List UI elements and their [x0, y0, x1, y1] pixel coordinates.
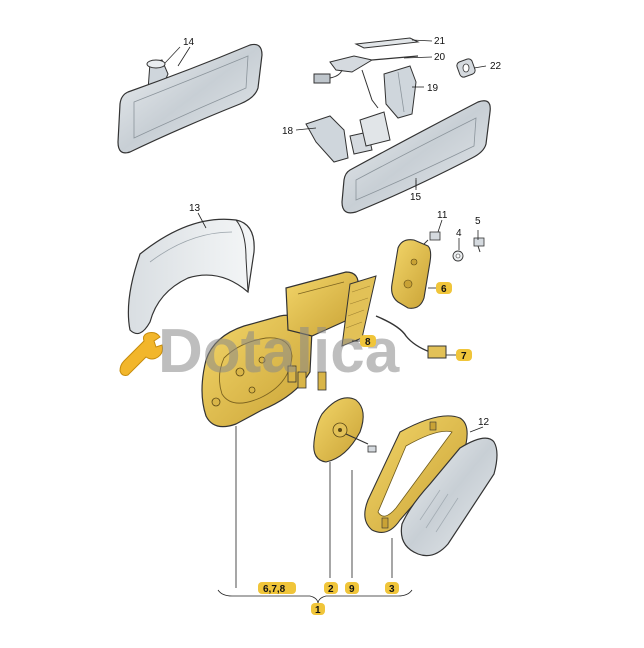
screws-11-4-5 [423, 231, 485, 262]
mirror-housing [201, 314, 327, 428]
callout-18: 18 [282, 126, 294, 137]
watermark-text: Dotalica [158, 317, 400, 386]
svg-text:8: 8 [365, 337, 371, 348]
svg-text:1: 1 [315, 605, 321, 616]
svg-text:3: 3 [389, 584, 395, 595]
badge-2: 2 [324, 582, 338, 595]
svg-text:6: 6 [441, 284, 447, 295]
heating-element-plate [391, 239, 432, 309]
callout-15: 15 [410, 192, 422, 203]
cable-connector-7 [375, 315, 447, 359]
callout-21: 21 [434, 36, 446, 47]
mirror-glass-12 [400, 437, 498, 557]
callout-11: 11 [437, 210, 448, 221]
callout-20: 20 [434, 52, 446, 63]
badge-callouts: 6 7 8 6,7,8 2 9 3 1 [258, 282, 472, 616]
badge-6-7-8: 6,7,8 [258, 582, 296, 595]
badge-3: 3 [385, 582, 399, 595]
mirror-mount-bracket-21 [354, 37, 420, 49]
cover-19 [383, 65, 417, 119]
watermark: Dotalica [119, 317, 400, 386]
rear-view-mirror-14 [117, 43, 263, 154]
badge-1: 1 [311, 603, 325, 616]
badge-6: 6 [436, 282, 452, 295]
clip-22 [456, 58, 476, 78]
adjuster-2 [313, 397, 377, 463]
svg-text:7: 7 [461, 351, 467, 362]
badge-7: 7 [456, 349, 472, 362]
mirror-cap-13 [127, 218, 255, 335]
cover-18 [305, 111, 391, 163]
rear-view-mirror-15 [341, 100, 491, 214]
wiring-harness-20 [313, 55, 419, 109]
wrench-icon [119, 332, 163, 376]
motor-assembly [285, 271, 377, 347]
callout-5: 5 [475, 216, 481, 227]
svg-text:6,7,8: 6,7,8 [263, 584, 286, 595]
callout-14: 14 [183, 37, 195, 48]
svg-text:9: 9 [349, 584, 355, 595]
callout-22: 22 [490, 61, 502, 72]
svg-text:2: 2 [328, 584, 334, 595]
callout-12: 12 [478, 417, 490, 428]
callout-19: 19 [427, 83, 439, 94]
callout-4: 4 [456, 228, 462, 239]
callout-13: 13 [189, 203, 201, 214]
badge-9: 9 [345, 582, 359, 595]
leader-lines [177, 39, 487, 605]
badge-8: 8 [360, 335, 376, 348]
callout-labels: 14 21 20 22 19 18 15 13 11 4 5 12 [183, 36, 502, 428]
